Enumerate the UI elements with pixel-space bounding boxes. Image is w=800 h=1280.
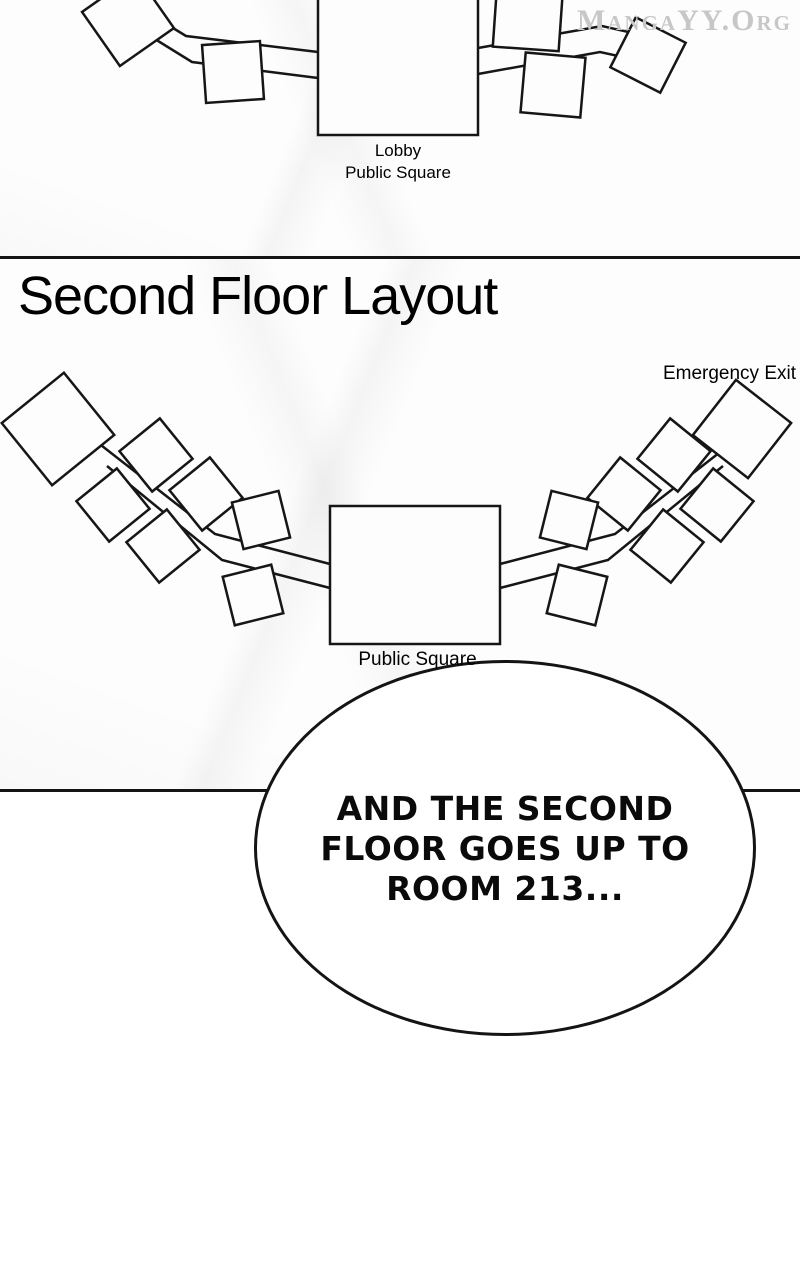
second-floor-plan xyxy=(0,370,793,646)
public-square-label-second-floor: Public Square xyxy=(358,649,477,670)
room xyxy=(491,0,565,53)
speech-bubble: AND THE SECOND FLOOR GOES UP TO ROOM 213… xyxy=(254,660,756,1036)
corridor-right-bottom-line xyxy=(499,465,724,590)
speech-line-2: FLOOR GOES UP TO xyxy=(320,828,690,868)
room xyxy=(545,563,609,627)
room xyxy=(124,507,202,585)
room xyxy=(635,416,713,494)
second-floor-rooms-left xyxy=(0,370,292,627)
room xyxy=(80,0,176,68)
room xyxy=(167,455,245,533)
speech-bubble-text: AND THE SECOND FLOOR GOES UP TO ROOM 213… xyxy=(320,787,689,910)
first-floor-hall-label: Lobby Public Square xyxy=(308,140,488,184)
room xyxy=(538,489,600,551)
watermark: MangaYY.Org xyxy=(576,4,792,37)
room xyxy=(117,416,195,494)
room xyxy=(585,455,663,533)
room xyxy=(691,378,793,480)
room xyxy=(200,39,266,105)
speech-line-1: AND THE SECOND xyxy=(336,788,674,828)
room xyxy=(519,51,587,119)
speech-line-3: ROOM 213... xyxy=(386,869,624,909)
lobby-hall xyxy=(316,0,480,137)
first-floor-plan xyxy=(80,0,688,137)
corridor-left-bottom-line xyxy=(106,465,331,590)
page-title: Second Floor Layout xyxy=(18,266,498,326)
first-floor-rooms xyxy=(80,0,688,119)
room xyxy=(0,370,117,488)
corridor-left-top-line xyxy=(124,0,319,54)
lobby-label: Lobby xyxy=(374,141,422,160)
room xyxy=(230,489,292,551)
room xyxy=(678,466,756,544)
room xyxy=(74,466,152,544)
room xyxy=(608,15,688,95)
panel-divider xyxy=(0,256,800,259)
public-square-label-first-floor: Public Square xyxy=(345,162,451,182)
second-floor-rooms-right xyxy=(538,378,793,627)
room xyxy=(628,507,706,585)
room xyxy=(221,563,285,627)
public-square-hall xyxy=(328,504,502,646)
emergency-exit-label: Emergency Exit xyxy=(662,363,796,384)
first-floor-panel: Lobby Public Square MangaYY.Org xyxy=(0,0,800,256)
